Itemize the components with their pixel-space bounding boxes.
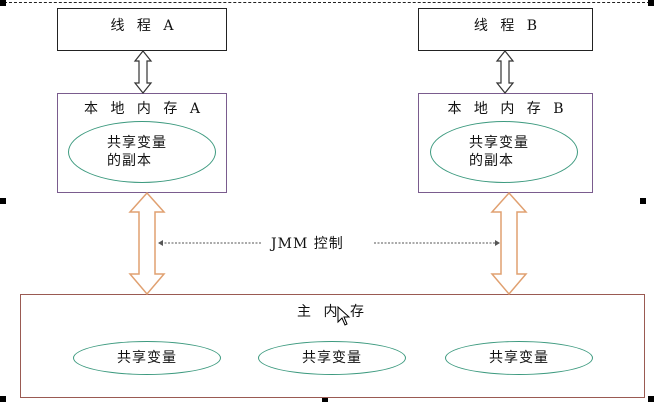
local-copy-a-line1: 共享变量 bbox=[107, 135, 167, 151]
jmm-connector-right-head bbox=[495, 240, 500, 246]
local-b-main-arrow bbox=[490, 191, 528, 296]
jmm-control-latin: JMM bbox=[271, 236, 309, 252]
thread-a-label: 线 程 A bbox=[58, 15, 226, 35]
jmm-control-label: JMM 控制 bbox=[267, 233, 348, 253]
local-memory-a-label-cn: 本 地 内 存 bbox=[84, 101, 182, 117]
local-memory-a-label-id: A bbox=[189, 101, 200, 117]
local-copy-a-text: 共享变量 的副本 bbox=[107, 134, 167, 170]
thread-a-local-a-arrow bbox=[133, 50, 153, 94]
thread-b-label: 线 程 B bbox=[419, 15, 592, 35]
local-copy-b: 共享变量 的副本 bbox=[430, 121, 578, 183]
local-copy-b-text: 共享变量 的副本 bbox=[469, 134, 529, 170]
thread-a-label-cn: 线 程 bbox=[110, 18, 155, 34]
resize-handle-top-left[interactable] bbox=[0, 0, 6, 6]
local-memory-b-label: 本 地 内 存 B bbox=[419, 98, 592, 118]
selection-border bbox=[4, 2, 650, 3]
thread-b-label-id: B bbox=[526, 18, 538, 34]
local-copy-a: 共享变量 的副本 bbox=[68, 121, 216, 183]
resize-handle-middle-left[interactable] bbox=[0, 198, 6, 204]
thread-b-label-cn: 线 程 bbox=[473, 18, 519, 34]
shared-variable-1: 共享变量 bbox=[73, 341, 221, 375]
resize-handle-bottom-right[interactable] bbox=[648, 396, 654, 402]
local-memory-b-label-id: B bbox=[553, 101, 564, 117]
local-memory-a-label: 本 地 内 存 A bbox=[58, 98, 226, 118]
shared-variable-3: 共享变量 bbox=[445, 341, 593, 375]
resize-handle-bottom-left[interactable] bbox=[0, 396, 6, 402]
shared-variable-1-label: 共享变量 bbox=[117, 350, 177, 366]
local-copy-b-line1: 共享变量 bbox=[469, 135, 529, 151]
shared-variable-2-label: 共享变量 bbox=[302, 350, 362, 366]
resize-handle-top-right[interactable] bbox=[648, 0, 654, 6]
jmm-control-cn: 控制 bbox=[313, 236, 344, 252]
jmm-connector-left-head bbox=[158, 240, 163, 246]
thread-a-box: 线 程 A bbox=[57, 8, 227, 51]
local-copy-b-line2: 的副本 bbox=[469, 153, 514, 169]
local-copy-a-line2: 的副本 bbox=[107, 153, 152, 169]
thread-a-label-id: A bbox=[163, 18, 174, 34]
shared-variable-3-label: 共享变量 bbox=[489, 350, 549, 366]
local-memory-b-label-cn: 本 地 内 存 bbox=[447, 101, 545, 117]
resize-handle-bottom-middle[interactable] bbox=[322, 396, 328, 402]
thread-b-box: 线 程 B bbox=[418, 8, 593, 51]
thread-b-local-b-arrow bbox=[495, 50, 515, 94]
mouse-cursor-icon bbox=[337, 306, 351, 326]
local-a-main-arrow bbox=[128, 191, 166, 296]
resize-handle-middle-right[interactable] bbox=[640, 198, 646, 204]
shared-variable-2: 共享变量 bbox=[258, 341, 406, 375]
